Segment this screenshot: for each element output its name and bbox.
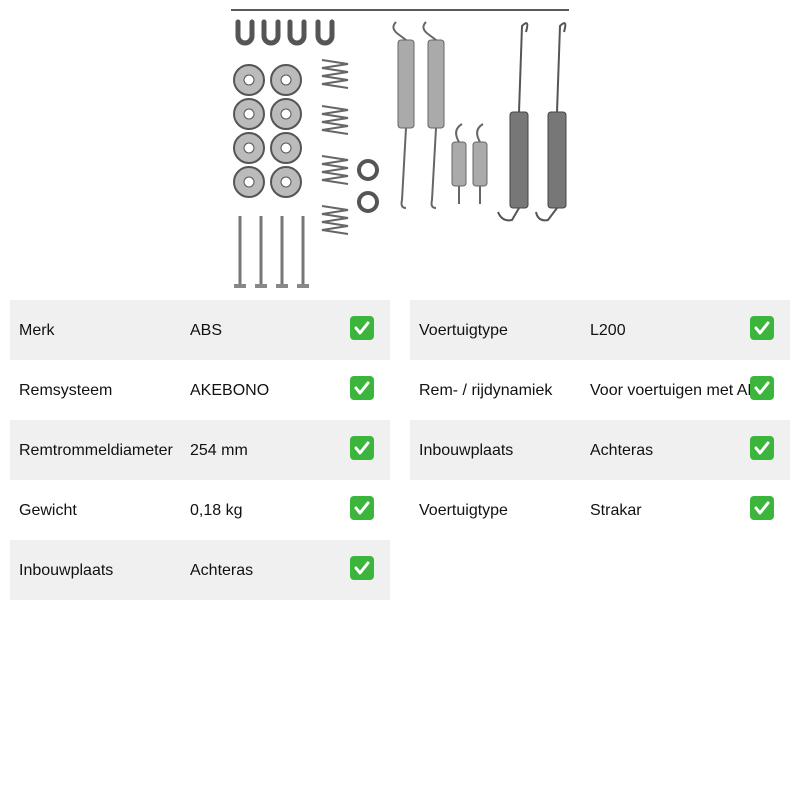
spec-value: Achteras xyxy=(190,562,254,579)
spec-label: Rem- / rijdynamiek xyxy=(419,382,553,399)
table-row: Voertuigtype L200 xyxy=(410,300,790,360)
check-mark-icon xyxy=(350,496,374,520)
check-mark-icon xyxy=(350,556,374,580)
table-row: Gewicht 0,18 kg xyxy=(10,480,390,540)
table-row: Inbouwplaats Achteras xyxy=(410,420,790,480)
spec-label: Voertuigtype xyxy=(419,502,508,519)
spec-label: Remtrommeldiameter xyxy=(19,442,173,459)
check-mark-icon xyxy=(350,436,374,460)
spec-value: Achteras xyxy=(590,442,654,459)
check-mark-icon xyxy=(350,316,374,340)
spec-label: Inbouwplaats xyxy=(19,562,114,579)
spec-label: Merk xyxy=(19,322,55,339)
table-row: Inbouwplaats Achteras xyxy=(10,540,390,600)
table-row: Merk ABS xyxy=(10,300,390,360)
specs-table-right: Voertuigtype L200 Rem- / rijdynamiek Voo… xyxy=(410,300,790,540)
spec-value: AKEBONO xyxy=(190,382,270,399)
spec-label: Gewicht xyxy=(19,502,77,519)
table-row: Remtrommeldiameter 254 mm xyxy=(10,420,390,480)
table-row: Voertuigtype Strakar xyxy=(410,480,790,540)
check-mark-icon xyxy=(350,376,374,400)
spec-value: Strakar xyxy=(590,502,642,519)
table-row: Rem- / rijdynamiek Voor voertuigen met A… xyxy=(410,360,790,420)
spec-value: 0,18 kg xyxy=(190,502,243,519)
check-mark-icon xyxy=(750,376,774,400)
product-image xyxy=(231,9,569,288)
spec-value: Voor voertuigen met ABS xyxy=(590,382,769,399)
spec-label: Remsysteem xyxy=(19,382,113,399)
spec-value: L200 xyxy=(590,322,626,339)
spec-label: Voertuigtype xyxy=(419,322,508,339)
check-mark-icon xyxy=(750,436,774,460)
check-mark-icon xyxy=(750,496,774,520)
spec-label: Inbouwplaats xyxy=(419,442,514,459)
specs-table-left: Merk ABS Remsysteem AKEBONO Remtrommeldi… xyxy=(10,300,390,600)
spec-value: ABS xyxy=(190,322,223,339)
check-mark-icon xyxy=(750,316,774,340)
table-row: Remsysteem AKEBONO xyxy=(10,360,390,420)
spec-value: 254 mm xyxy=(190,442,248,459)
